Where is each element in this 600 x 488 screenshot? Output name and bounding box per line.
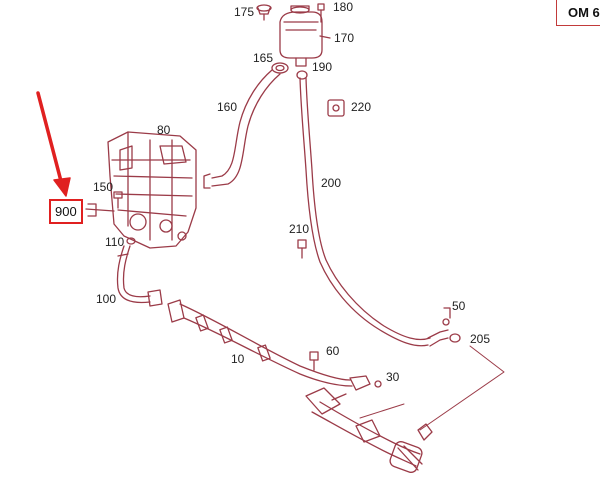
callout-160: 160 xyxy=(217,100,238,114)
callout-150: 150 xyxy=(93,180,114,194)
highlighted-part-label: 900 xyxy=(49,199,83,224)
callout-50: 50 xyxy=(452,299,466,313)
callout-180: 180 xyxy=(333,0,354,14)
callout-60: 60 xyxy=(326,344,340,358)
callout-80: 80 xyxy=(157,123,171,137)
model-code-label: OM 6 xyxy=(556,0,600,26)
callout-210: 210 xyxy=(289,222,310,236)
callout-205: 205 xyxy=(470,332,491,346)
callout-220: 220 xyxy=(351,100,372,114)
cap-part xyxy=(256,4,272,21)
bolt-part-210 xyxy=(297,239,307,259)
clamp-part-190 xyxy=(296,70,308,80)
leader-line-900 xyxy=(85,208,115,212)
callout-170: 170 xyxy=(334,31,355,45)
bolt-part-180 xyxy=(317,3,325,23)
steering-rack xyxy=(305,387,433,473)
pressure-line-100 xyxy=(116,245,163,307)
callout-165: 165 xyxy=(253,51,274,65)
clamp-part-165 xyxy=(271,62,289,74)
callout-190: 190 xyxy=(312,60,333,74)
pump-assembly xyxy=(107,131,197,249)
callout-30: 30 xyxy=(386,370,400,384)
part-900-shape xyxy=(87,203,97,217)
callout-200: 200 xyxy=(321,176,342,190)
leader-lines xyxy=(359,345,505,431)
pointer-arrow xyxy=(36,91,71,197)
bolt-part-150 xyxy=(113,191,123,209)
bolt-part-60 xyxy=(309,351,319,371)
callout-110: 110 xyxy=(105,235,125,249)
hose-part-200 xyxy=(299,77,461,347)
pressure-hose-10 xyxy=(167,299,382,391)
callout-175: 175 xyxy=(234,5,255,19)
callout-10: 10 xyxy=(231,352,245,366)
seal-part-110 xyxy=(126,237,136,245)
callout-100: 100 xyxy=(96,292,117,306)
reservoir-part xyxy=(279,5,331,67)
hose-part-160 xyxy=(203,69,281,189)
clip-part-220 xyxy=(327,99,345,117)
